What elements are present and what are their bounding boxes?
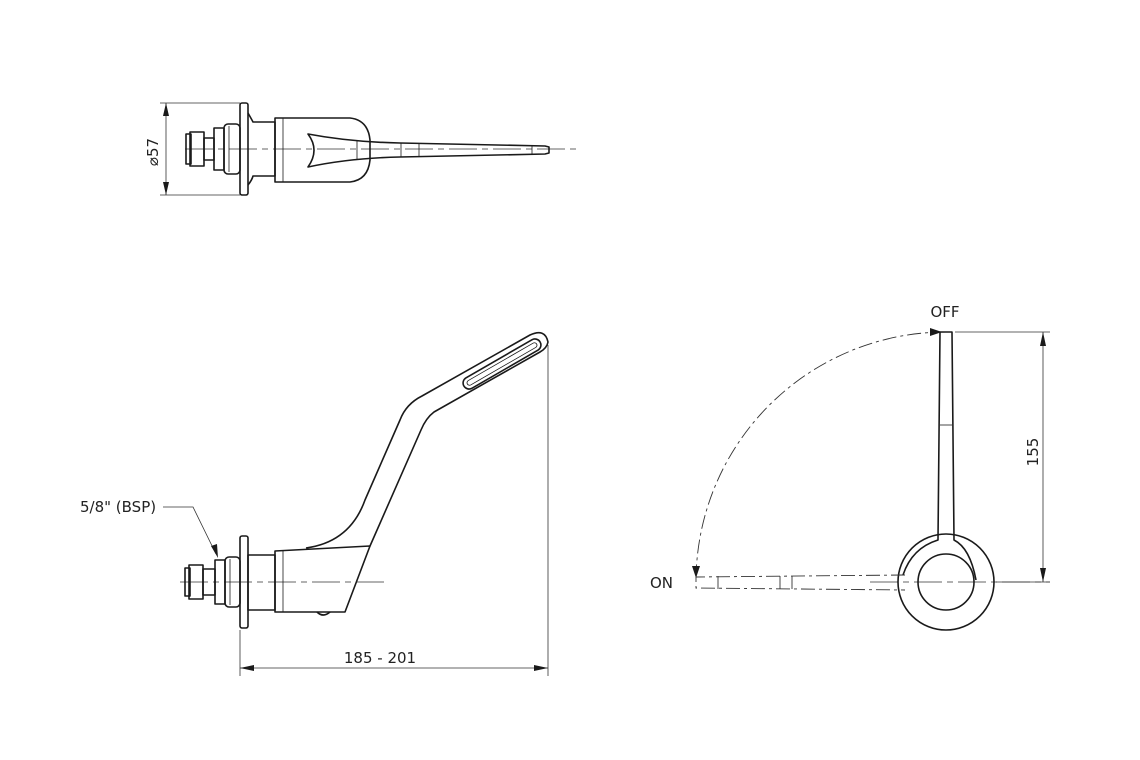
- arrowhead: [692, 566, 700, 578]
- diameter-label: ⌀57: [144, 138, 162, 166]
- arrowhead: [163, 182, 169, 195]
- lever-off-position: [902, 331, 977, 581]
- height-label: 155: [1024, 438, 1042, 467]
- arrowhead: [211, 544, 218, 558]
- front-view: OFF ON 155: [650, 303, 1050, 631]
- arrowhead: [240, 665, 254, 671]
- body: [274, 117, 371, 183]
- lever-grip-slot: [462, 338, 542, 390]
- length-label: 185 - 201: [344, 649, 416, 667]
- side-view: 185 - 201 5/8" (BSP): [80, 331, 549, 676]
- arrowhead: [534, 665, 548, 671]
- lever-on-position: [695, 574, 906, 591]
- top-view: ⌀57: [144, 102, 580, 196]
- body: [274, 545, 371, 613]
- rotation-arc: [695, 331, 947, 583]
- connector: [184, 556, 241, 608]
- wall-flange: [239, 102, 249, 196]
- lever-top: [307, 133, 550, 168]
- arrowhead: [163, 103, 169, 116]
- lever: [305, 331, 549, 549]
- thread-label: 5/8" (BSP): [80, 498, 156, 516]
- body-detail: [316, 611, 331, 616]
- hub-outer: [897, 533, 995, 631]
- collar: [247, 554, 276, 611]
- arrowhead: [1040, 568, 1046, 582]
- off-label: OFF: [930, 303, 959, 321]
- arrowhead: [930, 328, 942, 336]
- on-label: ON: [650, 574, 673, 592]
- arrowhead: [1040, 332, 1046, 346]
- thread-leader-line: [163, 506, 217, 555]
- hub-inner: [917, 553, 975, 611]
